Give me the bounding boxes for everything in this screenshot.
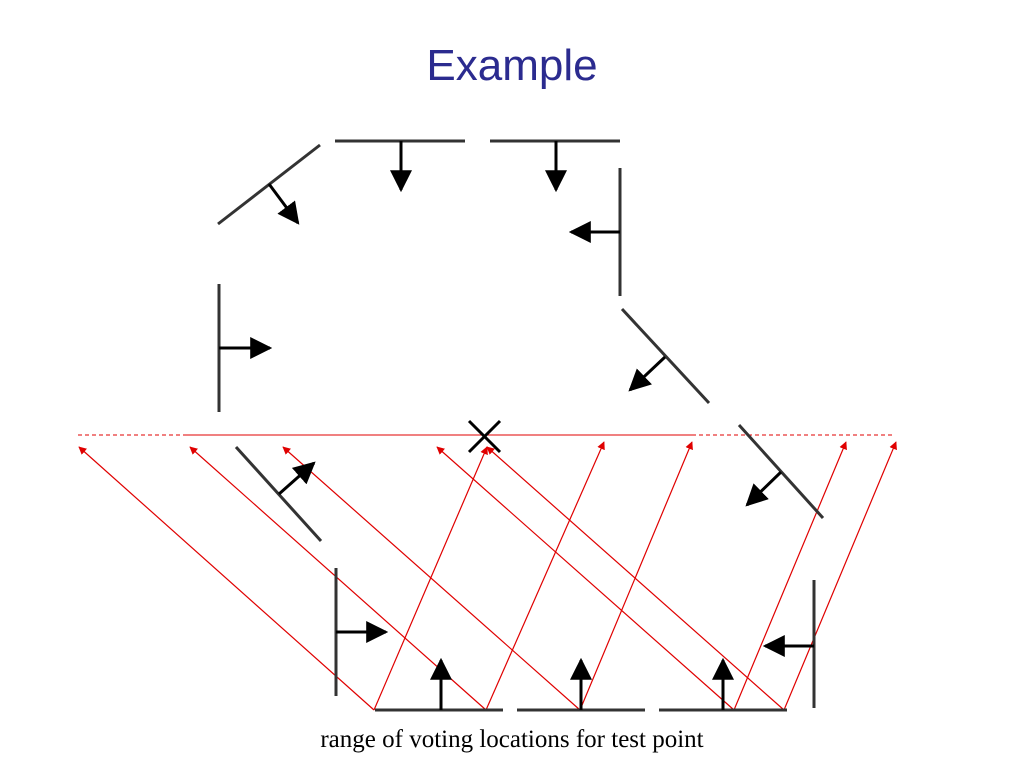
vote-ray (783, 441, 897, 711)
edge-segment (620, 307, 711, 405)
vote-ray (733, 441, 847, 711)
normal-arrow (267, 183, 300, 225)
vote-ray (579, 441, 693, 711)
diagram-caption: range of voting locations for test point (320, 726, 704, 753)
vote-ray (373, 446, 488, 711)
test-point-x-icon (467, 419, 502, 454)
normal-arrow (628, 355, 667, 392)
normal-arrow (745, 470, 783, 507)
slide-title: Example (426, 41, 598, 90)
vote-ray (78, 446, 375, 711)
vote-rays (78, 441, 897, 711)
edge-elements (217, 139, 825, 712)
edge-segment (737, 423, 825, 520)
edge-segment (234, 445, 323, 543)
vote-ray (485, 441, 605, 711)
vote-ray (436, 446, 735, 711)
normal-arrow (278, 461, 316, 496)
vote-ray (486, 446, 785, 711)
vote-ray (282, 446, 581, 711)
